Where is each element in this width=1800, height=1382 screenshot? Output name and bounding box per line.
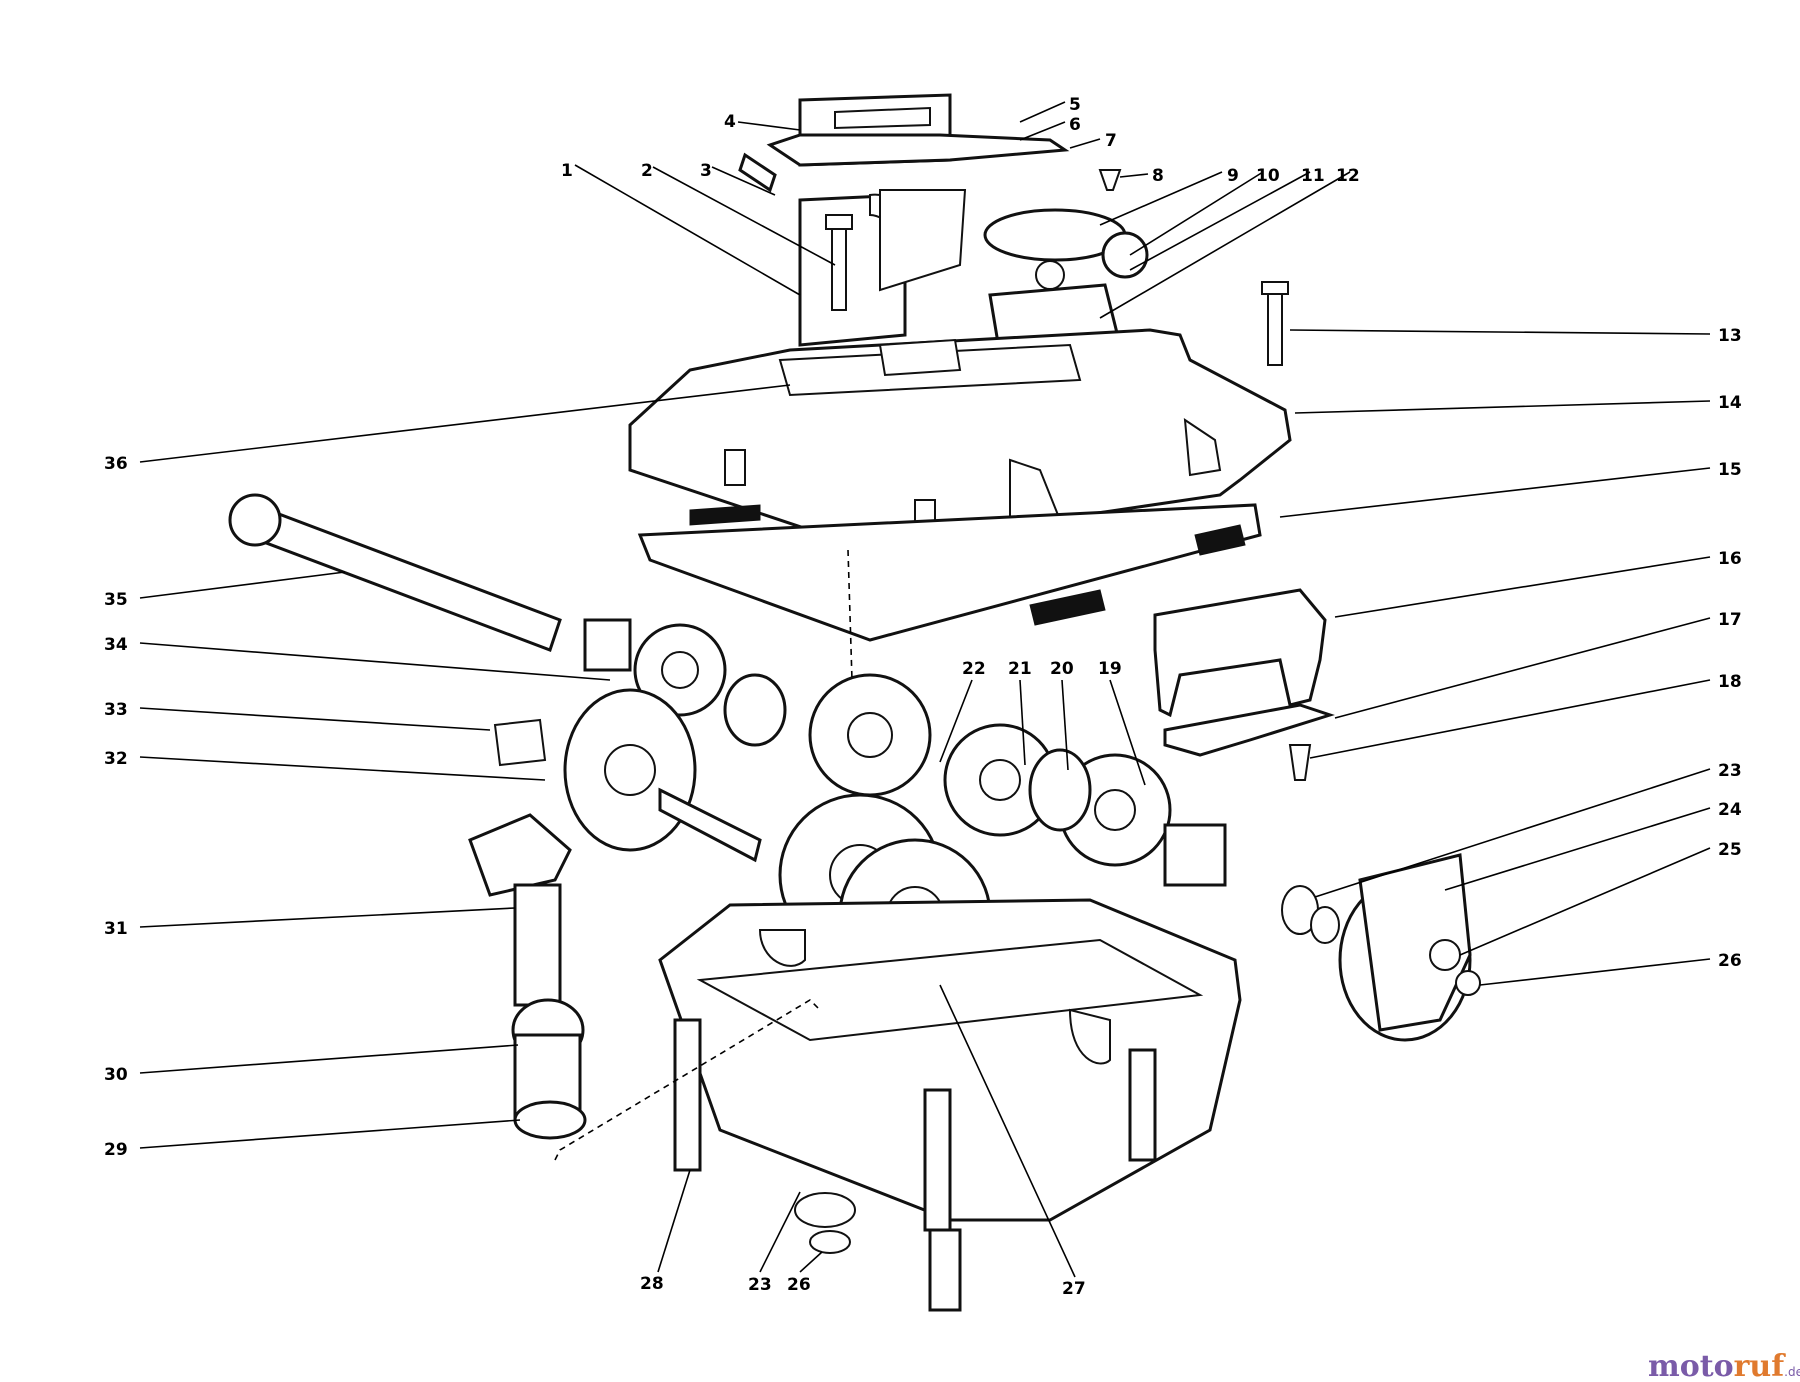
- callout-18: 18: [1718, 672, 1742, 692]
- leader-lines: [139, 101, 1711, 1278]
- callout-1: 1: [561, 161, 573, 181]
- callout-25: 25: [1718, 840, 1742, 860]
- callout-6: 6: [1069, 115, 1081, 135]
- assembly-guide: [554, 998, 821, 1161]
- callout-labels: 1 2 3 4 5 6 7 8 9 10 11 12 13 14 15 16 1…: [104, 95, 1742, 1299]
- watermark-ruf: ruf: [1734, 1349, 1787, 1382]
- detent-ball: [1101, 231, 1149, 279]
- drain-ring: [809, 1230, 851, 1254]
- callout-15: 15: [1718, 460, 1742, 480]
- callout-29: 29: [104, 1140, 128, 1160]
- callout-17: 17: [1718, 610, 1742, 630]
- callout-21: 21: [1008, 659, 1032, 679]
- callout-20: 20: [1050, 659, 1074, 679]
- callout-14: 14: [1718, 393, 1742, 413]
- ball: [1035, 260, 1065, 290]
- pinion-shaft: [468, 813, 587, 1140]
- shifter-rod: [738, 152, 777, 193]
- callout-30: 30: [104, 1065, 128, 1085]
- callout-34: 34: [104, 635, 128, 655]
- drain-washer: [794, 1192, 856, 1228]
- watermark-suffix: .de: [1784, 1365, 1800, 1379]
- callout-9: 9: [1227, 166, 1239, 186]
- callout-24: 24: [1718, 800, 1742, 820]
- screw: [1098, 169, 1122, 191]
- watermark-logo: motoruf.de: [1648, 1349, 1800, 1382]
- callout-13: 13: [1718, 326, 1742, 346]
- gasket: [637, 503, 1262, 642]
- callout-32: 32: [104, 749, 128, 769]
- shift-lever: [879, 189, 967, 292]
- callout-26-bottom: 26: [787, 1275, 811, 1295]
- callout-23-bottom: 23: [748, 1275, 772, 1295]
- top-cover: [628, 328, 1292, 552]
- callout-7: 7: [1105, 131, 1117, 151]
- callout-27: 27: [1062, 1279, 1086, 1299]
- svg-text:motoruf.de: motoruf.de: [1648, 1349, 1800, 1382]
- callout-5: 5: [1069, 95, 1081, 115]
- callout-12: 12: [1336, 166, 1360, 186]
- callout-16: 16: [1718, 549, 1742, 569]
- watermark-moto: moto: [1648, 1349, 1734, 1382]
- callout-11: 11: [1301, 166, 1325, 186]
- callout-31: 31: [104, 919, 128, 939]
- callout-23-right: 23: [1718, 761, 1742, 781]
- callout-22: 22: [962, 659, 986, 679]
- shift-cover-box: [766, 93, 1070, 167]
- parts-drawing: [228, 93, 1481, 1312]
- lower-case: [658, 898, 1242, 1312]
- callout-28: 28: [640, 1274, 664, 1294]
- callout-35: 35: [104, 590, 128, 610]
- callout-19: 19: [1098, 659, 1122, 679]
- callout-2: 2: [641, 161, 653, 181]
- bevel-gear: [493, 688, 762, 863]
- retaining-ring: [1310, 906, 1340, 944]
- callout-3: 3: [700, 161, 712, 181]
- callout-10: 10: [1256, 166, 1280, 186]
- brake-drum: [1338, 853, 1481, 1042]
- callout-33: 33: [104, 700, 128, 720]
- long-bolt: [1261, 281, 1289, 366]
- callout-36: 36: [104, 454, 128, 474]
- output-shaft: [228, 493, 632, 672]
- callout-26-right: 26: [1718, 951, 1742, 971]
- callout-4: 4: [724, 112, 736, 132]
- shoulder-screw: [1288, 744, 1312, 781]
- shift-bracket: [1153, 588, 1335, 757]
- callout-8: 8: [1152, 166, 1164, 186]
